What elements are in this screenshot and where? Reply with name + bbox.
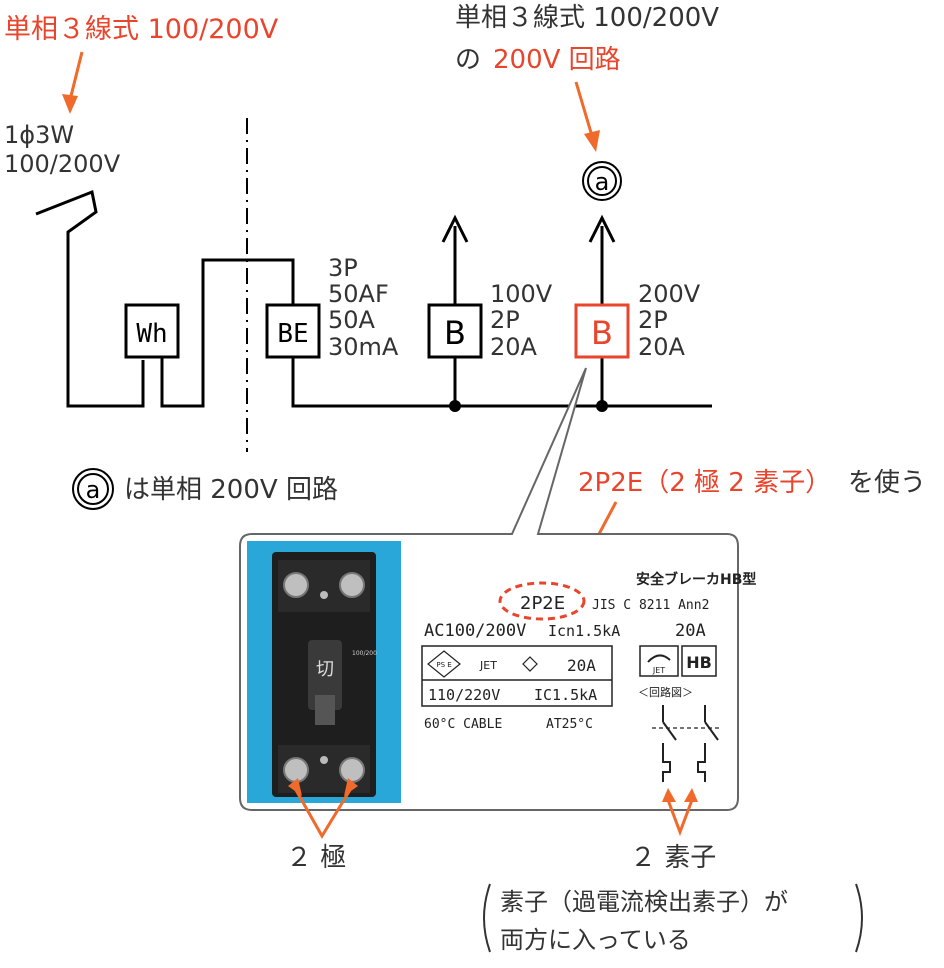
- breaker-switch-label: 切: [316, 659, 334, 680]
- callout-red-text: 2P2E（2 極 2 素子）: [578, 468, 831, 498]
- breaker-handle: [315, 695, 335, 725]
- note-bracket-right: [855, 883, 863, 953]
- main-breaker-spec-4: 30mA: [328, 333, 399, 361]
- nameplate-brand: 安全ブレーカHB型: [636, 571, 756, 588]
- type-code-highlight: [498, 581, 586, 621]
- nameplate-ic: IC1.5kA: [534, 686, 597, 704]
- top-right-annotation-line2-red: 200V 回路: [493, 45, 621, 75]
- terminal-screw-top-right: [339, 572, 365, 598]
- main-breaker-spec-2: 50AF: [328, 280, 389, 308]
- callout-black-text: を使う: [848, 468, 926, 498]
- note-bracket-left: [483, 883, 491, 953]
- elements-arrow: [666, 799, 694, 837]
- top-left-annotation: 単相３線式 100/200V: [4, 14, 279, 45]
- branch-100v-spec-3: 20A: [490, 333, 538, 361]
- branch-200v-breaker-box: [574, 303, 630, 359]
- nameplate-amp: 20A: [675, 621, 706, 641]
- outlet-marker-letter: a: [595, 168, 610, 196]
- main-breaker-spec-1: 3P: [328, 254, 358, 282]
- pse-diamond-icon: [427, 650, 461, 678]
- legend-marker-inner: [77, 473, 109, 505]
- poles-arrow-head-left: [288, 778, 302, 796]
- small-diamond-icon: [522, 656, 538, 672]
- legend-text: は単相 200V 回路: [124, 475, 338, 505]
- terminal-screw-bottom-right: [339, 757, 365, 783]
- logo-hb-text: HB: [686, 653, 712, 672]
- arrow-head-top-left: [62, 94, 78, 114]
- arrow-top-right: [574, 81, 594, 137]
- meter-to-main-wire: [160, 258, 295, 408]
- legend-marker-letter: a: [86, 476, 101, 504]
- nameplate-icn: Icn1.5kA: [548, 622, 620, 640]
- branch-100v-spec-1: 100V: [490, 280, 553, 308]
- branch-100v-breaker-box: [427, 303, 483, 359]
- nameplate-voltage-box: 110/220V: [428, 686, 500, 704]
- breaker-rating-small: 100/200: [352, 650, 377, 657]
- arrow-top-left: [68, 51, 84, 101]
- nameplate-standard: JIS C 8211 Ann2: [592, 598, 709, 613]
- terminal-screw-bottom-left: [283, 757, 309, 783]
- elements-arrow-head-right: [684, 788, 698, 802]
- arrow-head-top-right: [584, 130, 600, 152]
- branch-200v-spec-1: 200V: [638, 280, 701, 308]
- outlet-marker-inner: [587, 166, 617, 196]
- branch-100v-symbol: B: [444, 314, 466, 352]
- nameplate-rating-line: AC100/200V: [424, 621, 526, 641]
- elements-note-line2: 両方に入っている: [500, 926, 691, 954]
- nameplate-cable: 60°C CABLE: [424, 717, 502, 732]
- bus-line: [291, 357, 712, 408]
- poles-label: ２ 極: [286, 843, 346, 873]
- nameplate-jet: JET: [479, 659, 497, 672]
- nameplate-circuit-label: ＜回路図＞: [638, 686, 693, 699]
- nameplate-pse: PS E: [436, 661, 451, 669]
- poles-arrow: [294, 789, 352, 839]
- elements-arrow-head-left: [662, 788, 676, 802]
- nameplate-spec-box: [421, 645, 613, 707]
- service-drop-symbol: [35, 189, 145, 408]
- supply-label-line2: 100/200V: [4, 150, 121, 178]
- logo-jet-box: [639, 645, 679, 677]
- top-right-annotation-line2-prefix: の: [455, 45, 481, 75]
- logo-jet-text: JET: [652, 666, 665, 675]
- top-right-annotation-line1: 単相３線式 100/200V: [455, 3, 719, 33]
- meter-label: Wh: [136, 319, 167, 349]
- nameplate-type-code: 2P2E: [520, 593, 565, 614]
- poles-arrow-head-right: [344, 778, 358, 796]
- breaker-handle-slot: [308, 640, 342, 710]
- elements-label: ２ 素子: [630, 843, 716, 873]
- branch-100v-spec-2: 2P: [490, 306, 520, 334]
- circuit-schematic: [652, 705, 722, 782]
- jet-swoosh-icon: [647, 654, 671, 663]
- terminal-screw-top-left: [283, 572, 309, 598]
- nameplate-amp-box: 20A: [567, 656, 596, 675]
- main-breaker-spec-3: 50A: [328, 306, 376, 334]
- branch-200v-spec-3: 20A: [638, 333, 686, 361]
- branch-200v-arrow: [588, 214, 616, 243]
- meter-box: [124, 303, 180, 359]
- branch-200v-spec-2: 2P: [638, 306, 668, 334]
- branch-200v-symbol: B: [591, 314, 613, 352]
- nameplate-temp: AT25°C: [546, 717, 593, 732]
- logo-hb-box: [681, 645, 717, 677]
- indicator-dot-top: [320, 591, 328, 599]
- indicator-dot-bottom: [320, 756, 328, 764]
- branch-100v-arrow: [441, 214, 469, 243]
- main-breaker-symbol: BE: [277, 319, 308, 349]
- elements-note-line1: 素子（過電流検出素子）が: [500, 888, 788, 916]
- supply-label-line1: 1ϕ3W: [4, 121, 74, 149]
